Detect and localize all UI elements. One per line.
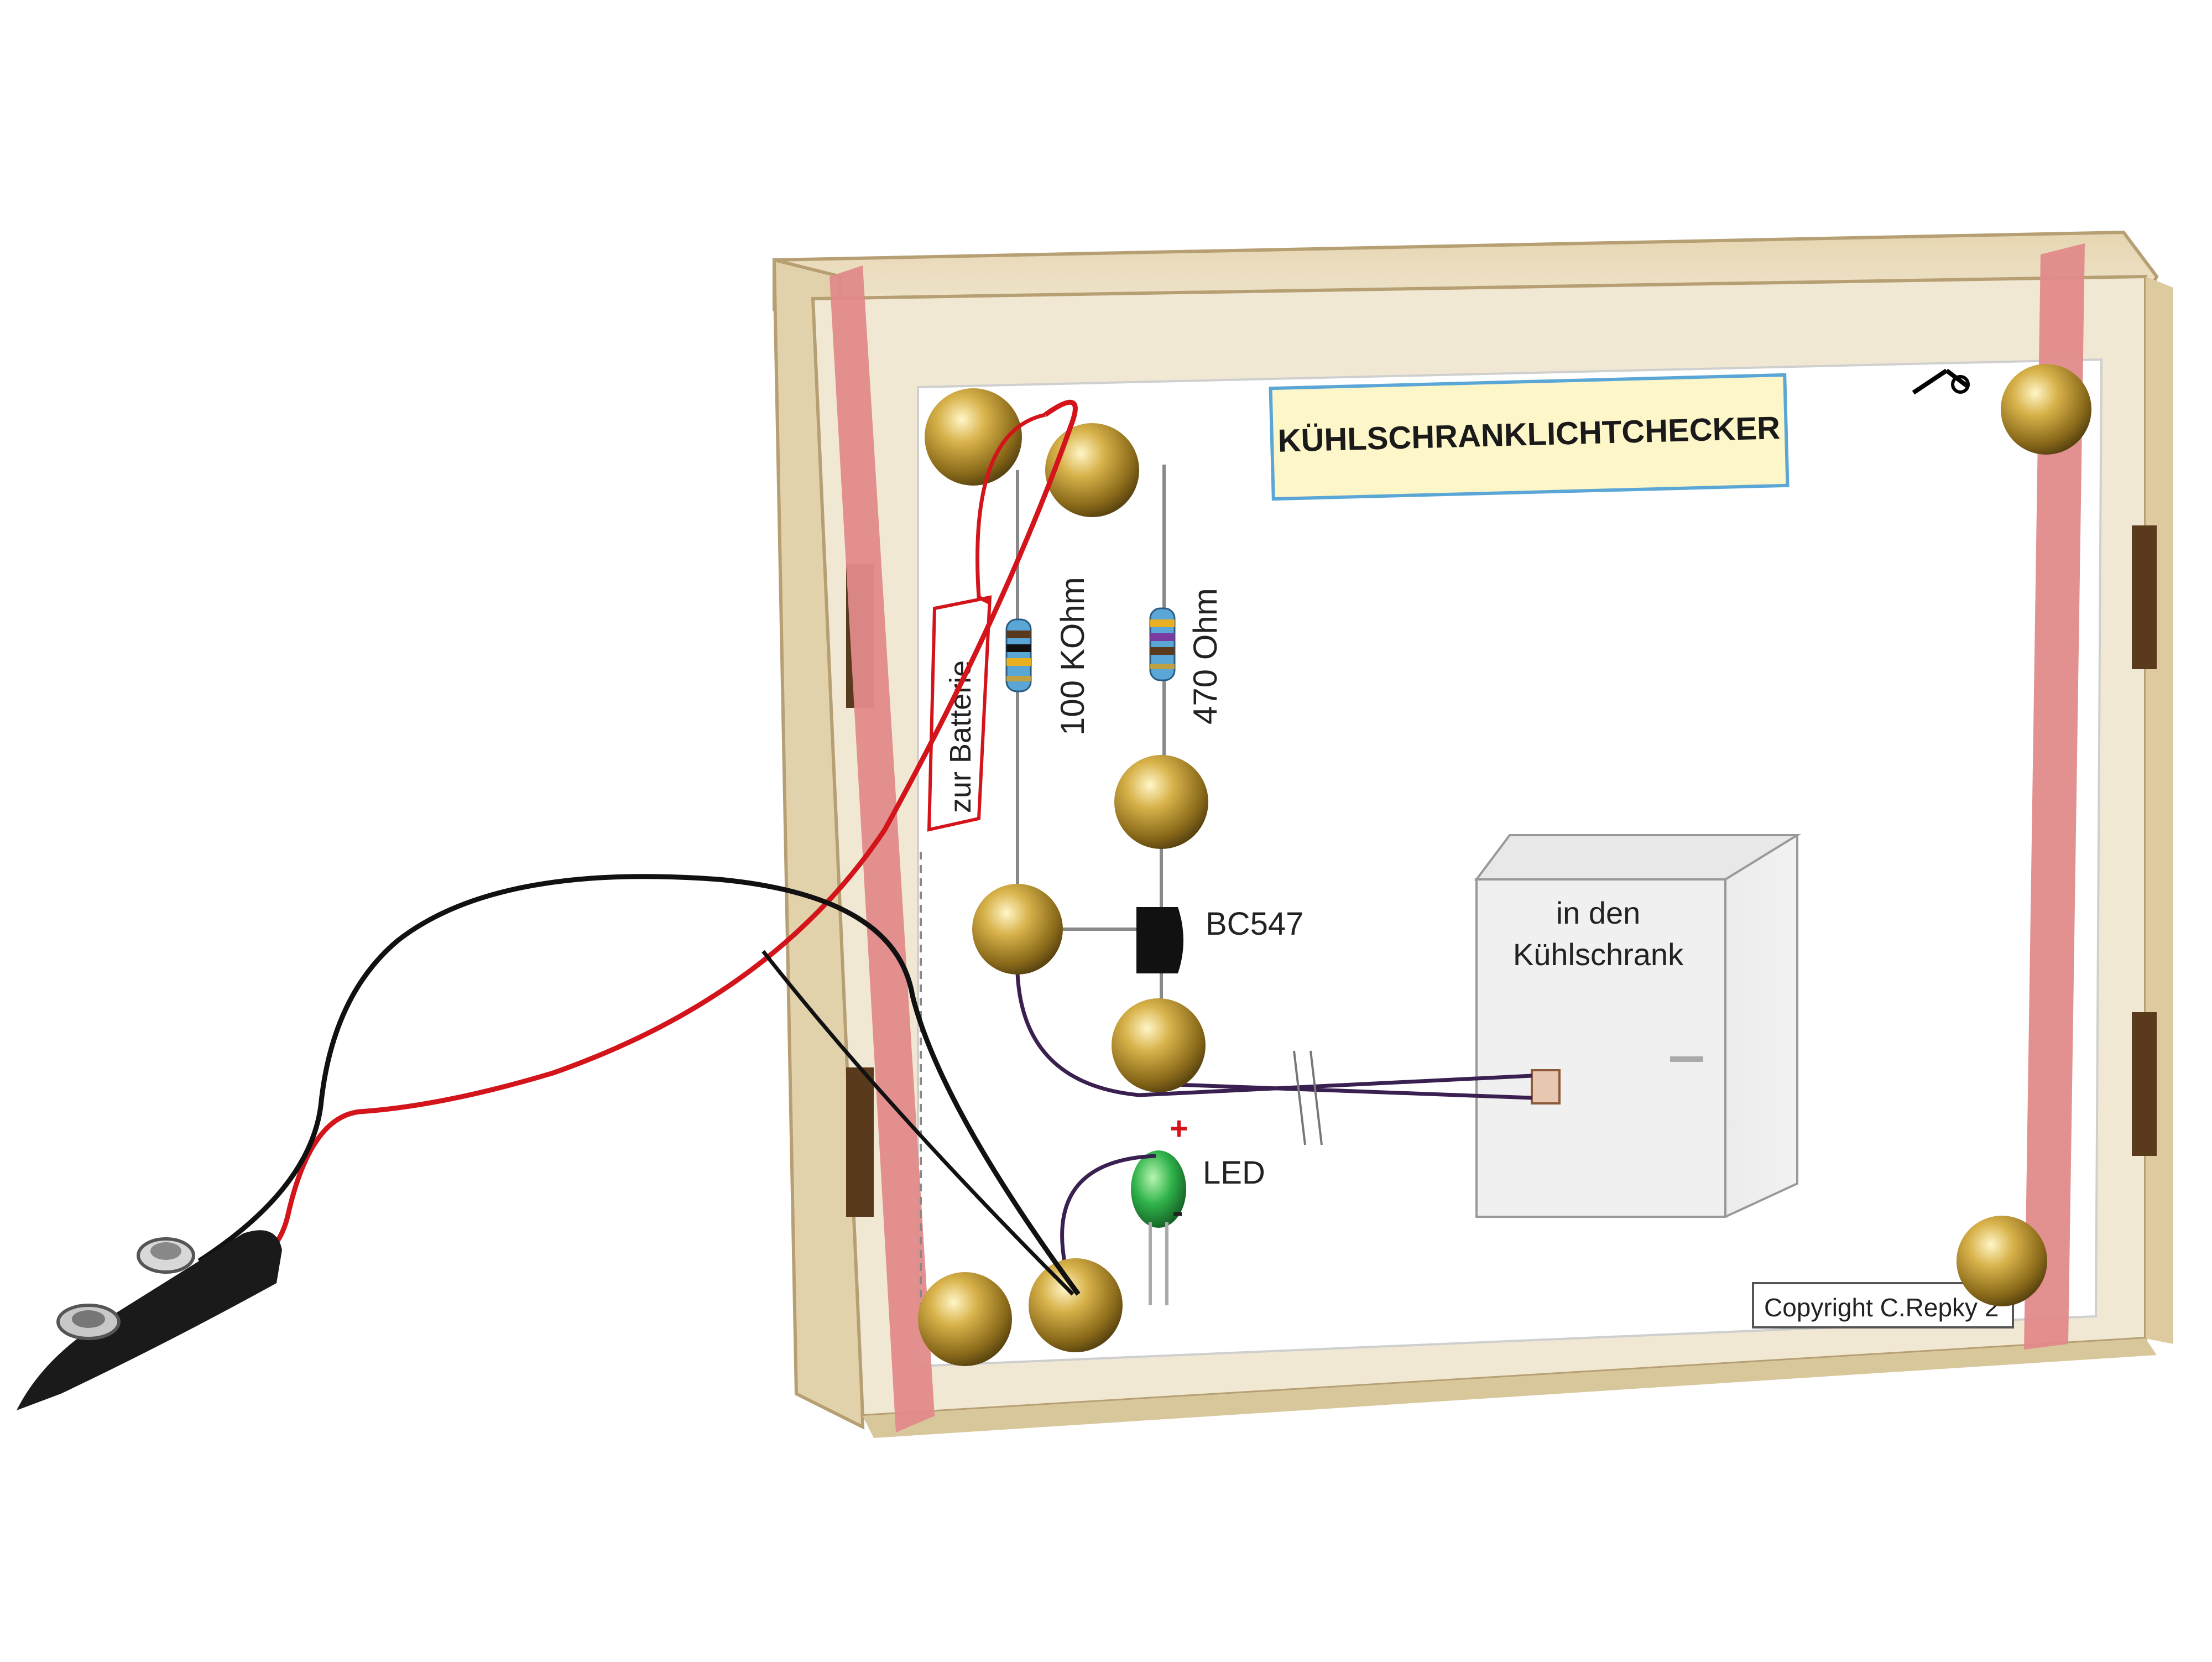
brass-pin [925,388,1022,486]
battery-clip [17,1230,282,1410]
resistor-470 [1149,607,1176,681]
brass-pin [918,1272,1012,1366]
brass-pin [1045,423,1139,517]
right-slot-top [2132,525,2157,669]
led-minus: - [1172,1194,1183,1229]
light-sensor [1531,1069,1561,1104]
brass-pin [1029,1258,1123,1352]
sensor-wire-2 [1161,1082,1532,1100]
resistor1-label: 100 KOhm [1054,577,1091,736]
led-label: LED [1203,1155,1265,1191]
wire-break-symbol [1293,1050,1323,1145]
fridge-front [1475,878,1726,1218]
sensor-wire-1 [1015,973,1532,1097]
fridge-label-line2: Kühlschrank [1513,937,1684,972]
battery-wire-red [231,399,1078,1275]
led-green [1131,1150,1186,1228]
battery-wire-black-2 [761,950,1074,1296]
right-slot-bottom [2132,1012,2157,1156]
fridge-handle [1670,1056,1703,1062]
battery-clip-terminal-inner [72,1310,105,1328]
switch-contact [1951,375,1970,394]
fridge-label-line1: in den [1556,895,1641,930]
brass-pin [1114,755,1208,849]
brass-pins [918,364,2091,1366]
copyright-text: Copyright C.Repky 2 [1764,1293,1999,1322]
brass-pin [1957,1216,2047,1306]
brass-pin [972,884,1063,975]
battery-clip-terminal-inner [150,1242,181,1260]
battery-wire-black [197,874,1081,1296]
led-plus: + [1170,1111,1188,1147]
transistor-bc547 [1136,907,1183,973]
brass-pin [1112,998,1206,1092]
box-right-edge [2146,277,2173,1344]
resistor-100k [1005,618,1032,692]
transistor-label: BC547 [1206,906,1303,942]
brass-pin [2001,364,2091,455]
resistor2-label: 470 Ohm [1187,588,1224,725]
title-box [1269,373,1790,501]
box-bottom-edge [863,1338,2157,1438]
battery-wire-red-loop [975,413,1046,605]
rubber-band-left [830,265,935,1432]
rubber-band-right [2024,243,2085,1350]
left-slot-bottom [846,1067,874,1217]
battery-label-box [927,595,992,832]
